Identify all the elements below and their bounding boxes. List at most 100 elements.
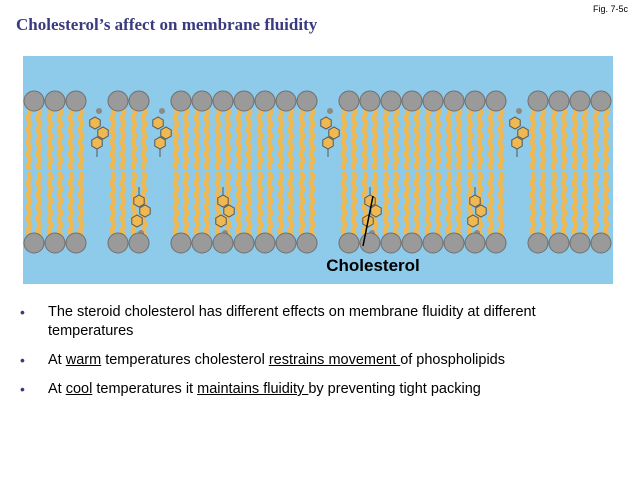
bullet-text: The steroid cholesterol has different ef…	[48, 304, 536, 339]
lipid-tail-icon	[298, 106, 306, 171]
phospholipid-head-icon	[44, 90, 66, 112]
cholesterol-head	[516, 108, 522, 114]
bullet-point-icon: •	[20, 381, 25, 397]
bullet-item: •The steroid cholesterol has different e…	[20, 303, 620, 341]
phospholipid-head-icon	[65, 90, 87, 112]
bullet-point-icon: •	[20, 352, 25, 368]
phospholipid-head-icon	[212, 90, 234, 112]
lipid-tail-icon	[182, 106, 190, 171]
lipid-tail-icon	[592, 106, 600, 171]
cholesterol-ring	[511, 136, 523, 150]
phospholipid-head-icon	[527, 232, 549, 254]
phospholipid-head-icon	[275, 232, 297, 254]
phospholipid-head-icon	[23, 90, 45, 112]
lipid-tail-icon	[308, 171, 316, 238]
lipid-tail-icon	[434, 171, 442, 238]
bullet-text: by preventing tight packing	[308, 381, 481, 397]
cholesterol-ring	[139, 204, 151, 218]
cholesterol-ring	[328, 126, 340, 140]
lipid-tail-icon	[424, 171, 432, 238]
lipid-tail-icon	[56, 171, 64, 238]
cholesterol-ring	[322, 136, 334, 150]
cholesterol-ring	[370, 204, 382, 218]
lipid-tails	[25, 106, 610, 238]
lipid-tail-icon	[581, 106, 589, 171]
lipid-tail-icon	[602, 106, 610, 171]
bullet-text: temperatures cholesterol	[101, 352, 269, 368]
lipid-tail-icon	[25, 171, 33, 238]
lipid-tail-icon	[172, 106, 180, 171]
bullet-item: •At cool temperatures it maintains fluid…	[20, 380, 620, 399]
cholesterol-ring	[133, 194, 145, 208]
lipid-tail-icon	[445, 106, 453, 171]
phospholipid-head-icon	[107, 232, 129, 254]
phospholipid-head-icon	[296, 232, 318, 254]
lipid-tail-icon	[539, 171, 547, 238]
lipid-tail-icon	[67, 171, 75, 238]
lipid-tail-icon	[361, 106, 369, 171]
lipid-tail-icon	[487, 171, 495, 238]
lipid-tail-icon	[140, 106, 148, 171]
lipid-tail-icon	[67, 106, 75, 171]
lipid-tail-icon	[56, 106, 64, 171]
lipid-tail-icon	[350, 106, 358, 171]
cholesterol-ring	[223, 204, 235, 218]
lipid-tail-icon	[203, 171, 211, 238]
lipid-tail-icon	[455, 171, 463, 238]
cholesterol-ring-icon	[467, 187, 487, 236]
phospholipid-head-icon	[485, 90, 507, 112]
cholesterol-ring	[215, 214, 227, 228]
slide-title: Cholesterol’s affect on membrane fluidit…	[16, 15, 318, 34]
phospholipid-head-icon	[338, 90, 360, 112]
phospholipid-head-icon	[23, 232, 45, 254]
lipid-tail-icon	[382, 106, 390, 171]
lipid-tail-icon	[77, 171, 85, 238]
phospholipid-head-icon	[128, 90, 150, 112]
phospholipid-head-icon	[443, 90, 465, 112]
lipid-tail-icon	[466, 171, 474, 238]
cholesterol-head	[159, 108, 165, 114]
lipid-tail-icon	[130, 106, 138, 171]
lipid-tail-icon	[35, 106, 43, 171]
phospholipid-head-icon	[170, 90, 192, 112]
phospholipid-heads	[23, 90, 612, 254]
cholesterol-ring-icon	[509, 108, 529, 157]
phospholipid-head-icon	[191, 90, 213, 112]
bullet-text: At	[48, 381, 66, 397]
lipid-tail-icon	[193, 171, 201, 238]
lipid-tail-icon	[592, 171, 600, 238]
membrane-diagram: Cholesterol	[23, 56, 613, 284]
lipid-tail-icon	[539, 106, 547, 171]
phospholipid-head-icon	[128, 232, 150, 254]
lipid-tail-icon	[361, 171, 369, 238]
phospholipid-head-icon	[275, 90, 297, 112]
phospholipid-head-icon	[254, 90, 276, 112]
lipid-tail-icon	[529, 106, 537, 171]
lipid-tail-icon	[476, 106, 484, 171]
lipid-tail-icon	[266, 106, 274, 171]
lipid-tail-icon	[413, 106, 421, 171]
lipid-tail-icon	[571, 106, 579, 171]
cholesterol-ring	[160, 126, 172, 140]
phospholipid-head-icon	[296, 90, 318, 112]
cholesterol-ring-icon	[89, 108, 109, 157]
cholesterol-ring	[467, 214, 479, 228]
cholesterol-ring-icon	[152, 108, 172, 157]
cholesterol-ring-icon	[131, 187, 151, 236]
phospholipid-head-icon	[527, 90, 549, 112]
phospholipid-head-icon	[107, 90, 129, 112]
lipid-tail-icon	[298, 171, 306, 238]
lipid-tail-icon	[25, 106, 33, 171]
lipid-tail-icon	[235, 106, 243, 171]
lipid-tail-icon	[560, 106, 568, 171]
cholesterol-ring	[152, 116, 164, 130]
callout-line	[362, 195, 374, 247]
cholesterol-ring	[320, 116, 332, 130]
lipid-tail-icon	[371, 106, 379, 171]
lipid-tail-icon	[287, 171, 295, 238]
cholesterol-ring	[97, 126, 109, 140]
lipid-tail-icon	[256, 171, 264, 238]
phospholipid-head-icon	[212, 232, 234, 254]
lipid-tail-icon	[245, 171, 253, 238]
lipid-tail-icon	[403, 106, 411, 171]
